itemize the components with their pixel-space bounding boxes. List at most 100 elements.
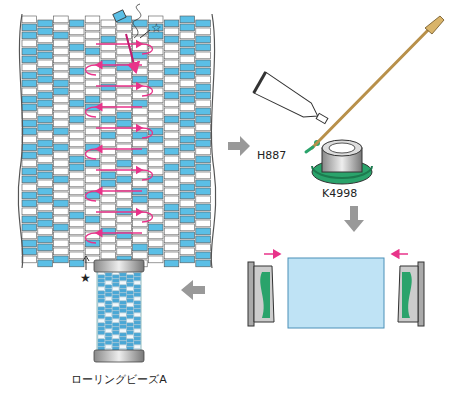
bead: [112, 343, 119, 346]
thread-loop: [142, 86, 153, 96]
bead: [117, 152, 132, 159]
leader-line: [140, 30, 150, 38]
bead: [196, 196, 211, 203]
bead: [112, 287, 119, 290]
bead: [120, 317, 127, 320]
bead: [120, 325, 127, 328]
bead: [54, 56, 69, 63]
bead: [196, 116, 211, 123]
bead: [38, 116, 53, 123]
bead: [120, 321, 127, 324]
bead: [134, 281, 141, 284]
bead: [117, 112, 132, 119]
bead: [117, 128, 132, 135]
bead: [105, 273, 112, 276]
bead: [54, 224, 69, 231]
toothpick: [425, 16, 444, 34]
bead: [133, 140, 148, 147]
bead: [196, 236, 211, 243]
bead: [38, 236, 53, 243]
thread-loop: [86, 149, 97, 159]
bead: [54, 192, 69, 199]
bead: [69, 76, 84, 83]
bead: [112, 335, 119, 338]
bead: [38, 140, 53, 147]
bead: [105, 329, 112, 332]
bead: [134, 273, 141, 276]
bead: [133, 204, 148, 211]
bead: [127, 291, 134, 294]
bead: [164, 60, 179, 67]
bead: [180, 136, 195, 143]
bead: [105, 301, 112, 304]
bead: [105, 277, 112, 280]
bead: [196, 44, 211, 51]
bead: [196, 124, 211, 131]
end-cap: [398, 262, 424, 326]
bead: [148, 144, 163, 151]
bead: [22, 32, 37, 39]
bead: [85, 88, 100, 95]
part-number: H887: [257, 150, 286, 162]
bead: [69, 180, 84, 187]
bead: [22, 224, 37, 231]
bead: [38, 148, 53, 155]
bead: [164, 172, 179, 179]
bead: [134, 337, 141, 340]
bead: [38, 156, 53, 163]
bead: [54, 152, 69, 159]
bead: [101, 236, 116, 243]
bead: [98, 299, 105, 302]
bead: [117, 176, 132, 183]
bead: [85, 96, 100, 103]
thread-loop: [142, 44, 153, 54]
bead: [69, 68, 84, 75]
bead: [120, 305, 127, 308]
bead: [133, 100, 148, 107]
bead: [148, 160, 163, 167]
thread-line: [96, 106, 142, 107]
bead: [117, 88, 132, 95]
bead: [196, 132, 211, 139]
bead: [117, 168, 132, 175]
metal-cap: [94, 260, 144, 362]
bead: [69, 204, 84, 211]
bead: [164, 236, 179, 243]
bead: [133, 236, 148, 243]
bead: [148, 72, 163, 79]
bead: [120, 341, 127, 344]
bead: [180, 96, 195, 103]
bead: [98, 303, 105, 306]
bead: [134, 309, 141, 312]
bead: [112, 323, 119, 326]
bead: [54, 48, 69, 55]
bead: [112, 315, 119, 318]
bead: [196, 188, 211, 195]
bead: [98, 287, 105, 290]
bead: [117, 184, 132, 191]
bead: [180, 224, 195, 231]
bead: [22, 112, 37, 119]
bead: [127, 327, 134, 330]
bead: [133, 244, 148, 251]
bead: [120, 329, 127, 332]
bead: [38, 204, 53, 211]
bead: [54, 160, 69, 167]
bead: [54, 32, 69, 39]
toothpick: [312, 22, 436, 148]
bead: [133, 196, 148, 203]
bead: [54, 248, 69, 255]
bead: [180, 176, 195, 183]
bead: [85, 160, 100, 167]
bead: [127, 303, 134, 306]
bead: [38, 36, 53, 43]
bead: [69, 188, 84, 195]
bead: [54, 80, 69, 87]
bead: [120, 333, 127, 336]
thread-loop: [86, 65, 97, 75]
bead: [69, 124, 84, 131]
bead: [112, 307, 119, 310]
bead: [112, 303, 119, 306]
bead: [117, 248, 132, 255]
